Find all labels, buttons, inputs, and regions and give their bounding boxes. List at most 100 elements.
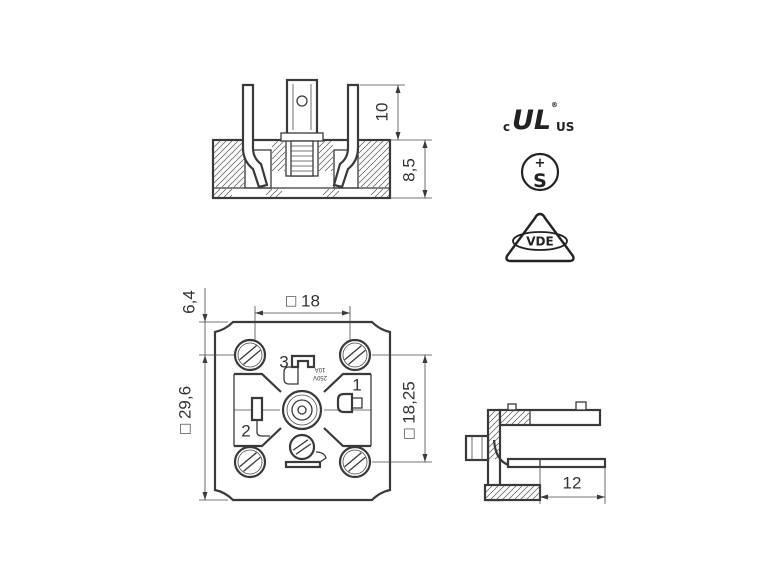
cul-prefix: c <box>503 120 510 134</box>
s-mark-plus: + <box>535 156 546 171</box>
hatch-line <box>488 442 500 454</box>
hatch-line <box>517 412 530 425</box>
earth-clamp-bar <box>284 460 322 469</box>
vde-logo: VDE <box>505 212 575 263</box>
hatch-line <box>283 169 286 172</box>
ul-lettering: UL <box>512 105 551 136</box>
rating-current: 10A <box>315 366 326 372</box>
hatch-line <box>358 140 390 172</box>
center-screw-head <box>291 399 313 421</box>
center-screw <box>281 389 323 431</box>
hatch-line <box>271 145 286 160</box>
arrowhead <box>422 454 428 462</box>
hatch-line <box>227 170 245 188</box>
screw-head <box>233 445 267 479</box>
hatch-line <box>221 164 245 188</box>
top-plate-outline <box>498 408 602 427</box>
hatch-line <box>526 486 540 500</box>
screw-head-rim <box>237 342 263 368</box>
arrowhead <box>342 310 350 316</box>
hatch-line <box>523 418 530 425</box>
screw-head <box>233 338 267 372</box>
dimension-pitch-horizontal: □ 18 <box>254 291 351 340</box>
slot-edge <box>243 349 261 365</box>
cul-suffix: US <box>556 120 574 134</box>
dimension-pin-length: 12 <box>539 467 606 504</box>
hatch-line <box>269 188 279 198</box>
screw-head <box>338 445 372 479</box>
hatch-line <box>330 168 334 172</box>
hatch-line <box>485 485 493 493</box>
hatch-line <box>213 140 227 154</box>
approval-marks: c UL ® US + S VDE <box>503 101 575 263</box>
arrowhead <box>540 494 548 500</box>
dimension-body-height: 8,5 <box>390 140 432 199</box>
screw-head <box>338 338 372 372</box>
hatch-line <box>213 188 221 196</box>
hatch-line <box>358 140 378 160</box>
slot-edge <box>348 456 366 472</box>
side-hatching <box>485 410 540 500</box>
fixing-screw-top-right <box>338 338 372 372</box>
dimension-offset: 6,4 <box>179 288 234 363</box>
hatch-line <box>370 188 378 196</box>
housing-hatching <box>213 140 390 198</box>
screw-slot <box>344 345 366 365</box>
screw-head-rim <box>342 449 368 475</box>
center-boss-ring <box>286 394 318 426</box>
hatch-line <box>229 194 233 198</box>
vde-oval <box>512 231 568 251</box>
center-boss <box>281 389 323 431</box>
hatch-line <box>217 188 227 198</box>
dimension-label: □ 29,6 <box>175 386 194 434</box>
screw-slot <box>292 439 312 455</box>
terminal-1: 1 <box>336 375 363 414</box>
hatch-line <box>358 140 366 148</box>
terminal-clamp <box>336 392 354 414</box>
arrowhead <box>255 310 263 316</box>
arrowhead <box>395 85 401 93</box>
hatch-line <box>380 188 390 198</box>
top-section-view: 10 8,5 <box>211 78 432 200</box>
slot-edge <box>239 452 257 468</box>
hatch-line <box>213 140 245 172</box>
left-pin <box>241 83 269 189</box>
hatch-line <box>508 485 523 500</box>
contact-label-2: 2 <box>241 421 250 440</box>
terminal-wire-guide <box>256 420 270 437</box>
side-view: 12 <box>464 401 607 504</box>
hatch-line <box>213 152 245 184</box>
dimension-label: 10 <box>372 103 391 122</box>
hatch-line <box>213 146 245 178</box>
hatch-line <box>215 158 245 188</box>
hatch-line <box>511 410 526 425</box>
s-mark-circle <box>520 152 560 192</box>
center-pin-shaft <box>290 140 314 177</box>
s-mark-letter: S <box>533 170 547 192</box>
hatch-line <box>213 140 221 148</box>
hatch-line <box>332 190 340 198</box>
frame-contour <box>234 372 282 393</box>
hatch-line <box>326 188 336 198</box>
screw-slot <box>239 345 261 365</box>
hatch-line <box>223 188 233 198</box>
dimension-pitch-vertical: □ 18,25 <box>372 354 432 463</box>
rating-voltage: 250V <box>313 374 327 380</box>
hatch-line <box>358 140 384 166</box>
arrowhead <box>202 492 208 500</box>
inner-frame <box>233 372 372 448</box>
hatch-line <box>500 410 508 418</box>
hatch-line <box>488 412 500 424</box>
frame-contour <box>234 427 282 448</box>
arrowhead <box>395 132 401 140</box>
contact-label-3: 3 <box>279 352 288 371</box>
terminal-clamp <box>250 396 264 422</box>
hatch-line <box>318 150 334 166</box>
slot-edge <box>239 345 257 361</box>
ul-registered: ® <box>551 101 558 109</box>
dimension-outer-size: □ 29,6 <box>175 322 228 501</box>
hatch-line <box>271 140 285 154</box>
arrowhead <box>597 494 605 500</box>
hatch-line <box>322 188 330 196</box>
hatch-line <box>488 430 500 442</box>
